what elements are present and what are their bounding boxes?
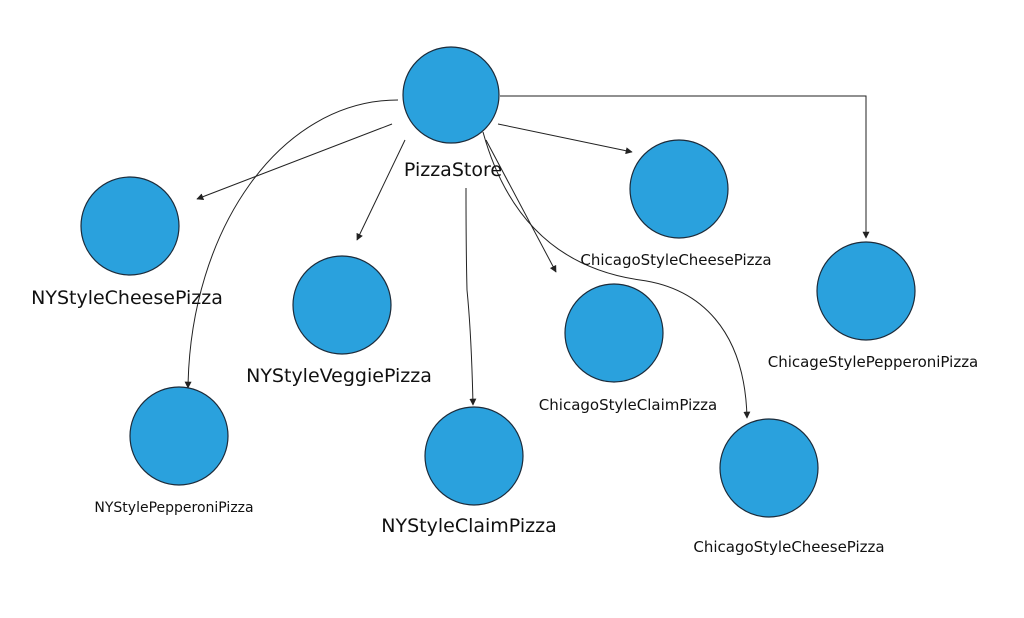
node-pizzastore [402,46,500,144]
label-pizzastore: PizzaStore [404,159,502,181]
edge-pizzastore-to-chicago-cheese-bottom [482,131,751,419]
label-ny-claim: NYStyleClaimPizza [381,515,556,537]
label-chicago-cheese-bottom: ChicagoStyleCheesePizza [693,538,884,556]
edge-pizzastore-to-chicago-pepperoni [500,95,870,239]
edge-pizzastore-to-chicago-cheese-top [497,123,633,155]
node-ny-pepperoni [129,386,229,486]
label-ny-cheese: NYStyleCheesePizza [31,287,223,309]
edge-pizzastore-to-ny-veggie [356,139,406,241]
node-ny-veggie [292,255,392,355]
node-chicago-pepperoni [816,241,916,341]
node-chicago-cheese-top [629,139,729,239]
edge-pizzastore-to-ny-pepperoni [184,99,399,389]
edges [184,95,870,419]
node-ny-cheese [80,176,180,276]
label-chicago-claim: ChicagoStyleClaimPizza [539,396,717,414]
edge-pizzastore-to-chicago-claim [485,139,557,273]
node-chicago-cheese-bottom [719,418,819,518]
label-ny-veggie: NYStyleVeggiePizza [246,365,432,387]
nodes [80,46,916,518]
node-ny-claim [424,406,524,506]
label-ny-pepperoni: NYStylePepperoniPizza [94,500,253,516]
label-chicago-pepperoni: ChicageStylePepperoniPizza [768,353,979,371]
edge-pizzastore-to-ny-cheese [196,123,393,201]
node-chicago-claim [564,283,664,383]
edge-pizzastore-to-ny-claim [465,187,477,406]
labels: PizzaStore NYStyleCheesePizza NYStyleVeg… [31,159,978,556]
label-chicago-cheese-top: ChicagoStyleCheesePizza [580,251,771,269]
